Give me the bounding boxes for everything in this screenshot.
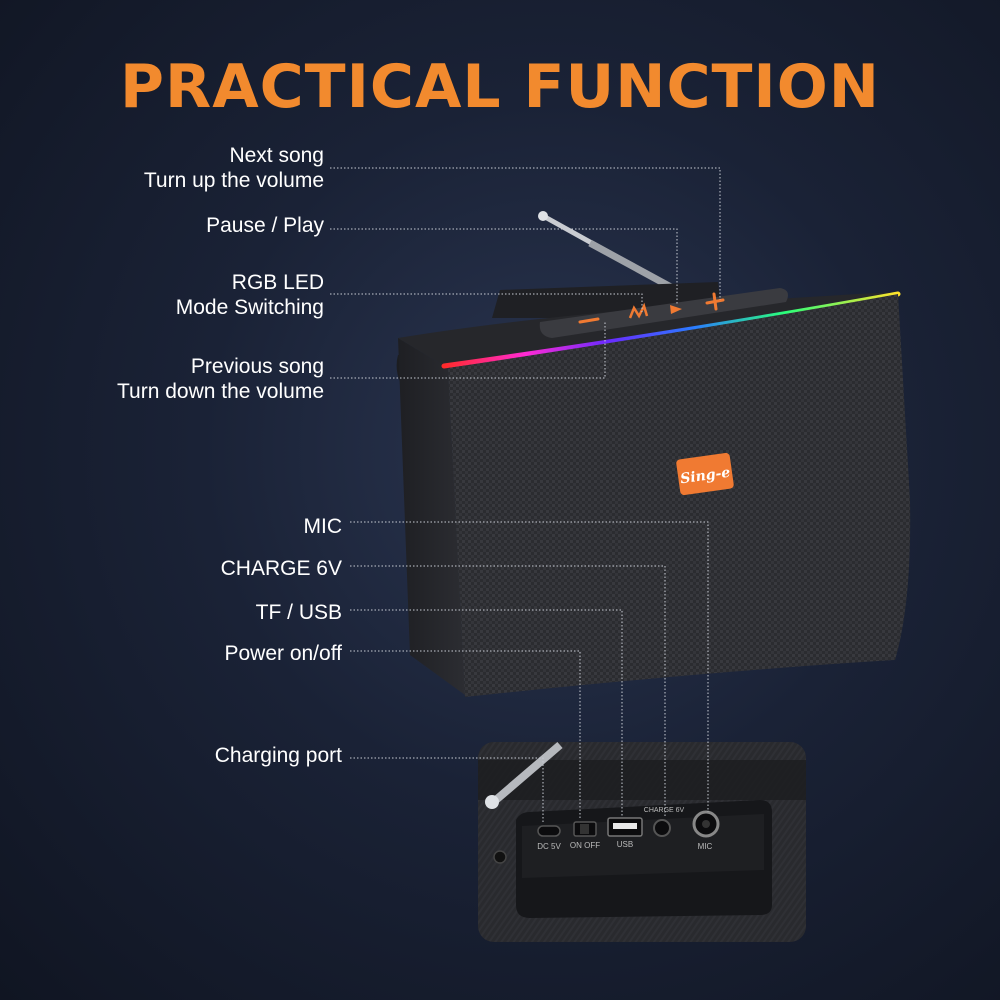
label-next-song: Next song Turn up the volume <box>143 144 324 192</box>
antenna <box>538 211 683 296</box>
play-pause-button[interactable] <box>670 305 682 314</box>
port-label-switch: ON OFF <box>570 841 600 850</box>
port-label-dc: DC 5V <box>537 842 561 851</box>
control-panel <box>539 288 788 338</box>
page-title: PRACTICAL FUNCTION <box>120 52 880 122</box>
label-power: Power on/off <box>224 642 342 665</box>
mode-button[interactable] <box>628 302 649 319</box>
label-previous-song: Previous song Turn down the volume <box>117 355 324 403</box>
port-label-mic: MIC <box>698 842 713 851</box>
label-mic: MIC <box>303 515 343 538</box>
volume-up-button[interactable] <box>705 292 725 311</box>
speaker-top <box>398 292 895 368</box>
rgb-led-strip <box>441 291 901 369</box>
brand-logo: Sing-e <box>676 452 734 496</box>
port-closeup: DC 5V ON OFF USB CHARGE 6V MIC <box>478 741 806 942</box>
port-label-charge: CHARGE 6V <box>644 807 685 814</box>
label-tf-usb: TF / USB <box>255 601 342 624</box>
leader-lines <box>330 167 721 824</box>
speaker-grille <box>448 294 911 697</box>
port-label-usb: USB <box>617 840 633 849</box>
label-charge: CHARGE 6V <box>220 557 342 580</box>
label-charging-port: Charging port <box>214 744 342 767</box>
volume-down-button[interactable] <box>578 317 600 324</box>
svg-text:Sing-e: Sing-e <box>679 465 731 488</box>
dc-port <box>537 825 561 837</box>
charge-jack <box>653 819 671 837</box>
speaker-side <box>398 338 465 695</box>
label-pause-play: Pause / Play <box>206 214 324 237</box>
label-rgb-led: RGB LED Mode Switching <box>175 271 324 319</box>
